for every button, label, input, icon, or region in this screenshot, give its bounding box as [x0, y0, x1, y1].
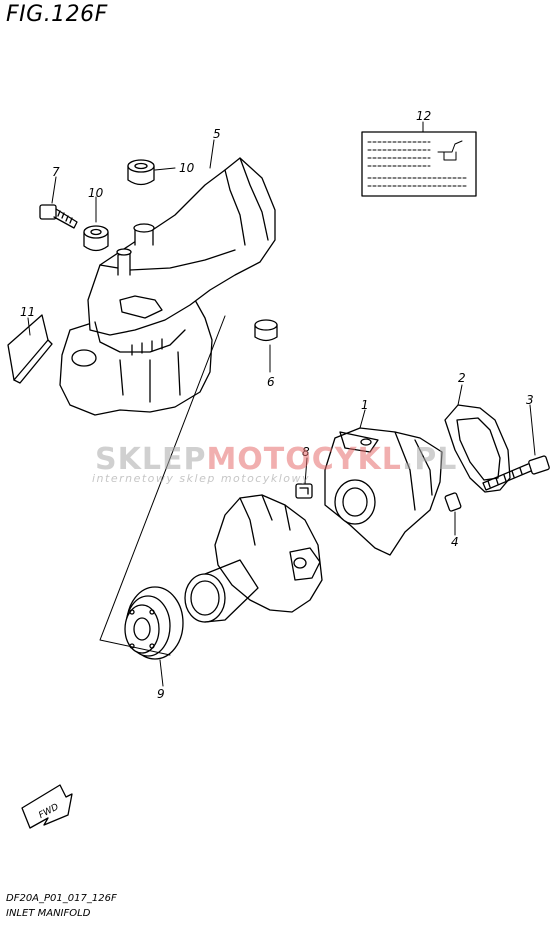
grommet-left [83, 225, 109, 252]
fig-title: FIG.126F [6, 2, 108, 27]
throttle-assembly [184, 494, 323, 623]
bolt-3 [482, 455, 550, 491]
clip-8 [295, 483, 313, 499]
callout-7: 7 [52, 165, 60, 179]
manifold-1 [324, 427, 443, 556]
grommet-top [127, 159, 155, 186]
bushing-6 [254, 319, 278, 342]
watermark-suffix: .PL [401, 442, 458, 477]
callout-2: 2 [458, 371, 466, 385]
watermark: SKLEPMOTOCYKL.PL [95, 442, 457, 477]
callout-3: 3 [526, 393, 534, 407]
callout-5: 5 [213, 127, 221, 141]
callout-8: 8 [302, 445, 310, 459]
pad-11 [7, 314, 53, 384]
callout-12: 12 [416, 109, 431, 123]
callout-10-top: 10 [179, 161, 195, 175]
leader-lines [27, 121, 536, 687]
view-divider-line [99, 315, 226, 656]
callout-numbers: 5 10 10 7 6 11 12 1 2 3 4 8 9 [20, 109, 534, 701]
watermark-subtitle: internetowy sklep motocyklowy [92, 472, 311, 485]
callout-11: 11 [20, 305, 35, 319]
watermark-accent: MOTOCYKL [206, 442, 402, 477]
watermark-prefix: SKLEP [95, 442, 207, 477]
diagram-name: INLET MANIFOLD [6, 908, 91, 919]
bolt-7 [39, 204, 78, 229]
callout-10-left: 10 [88, 186, 104, 200]
intake-silencer [59, 157, 276, 416]
pin-4 [444, 492, 462, 512]
callout-4: 4 [451, 535, 459, 549]
callout-6: 6 [267, 375, 275, 389]
callout-1: 1 [361, 398, 369, 412]
label-12 [361, 131, 477, 197]
diagram-code: DF20A_P01_017_126F [6, 893, 117, 904]
pulley-9 [124, 586, 184, 660]
fwd-arrow-icon [21, 784, 73, 829]
callout-9: 9 [157, 687, 165, 701]
gasket-2 [444, 404, 511, 493]
